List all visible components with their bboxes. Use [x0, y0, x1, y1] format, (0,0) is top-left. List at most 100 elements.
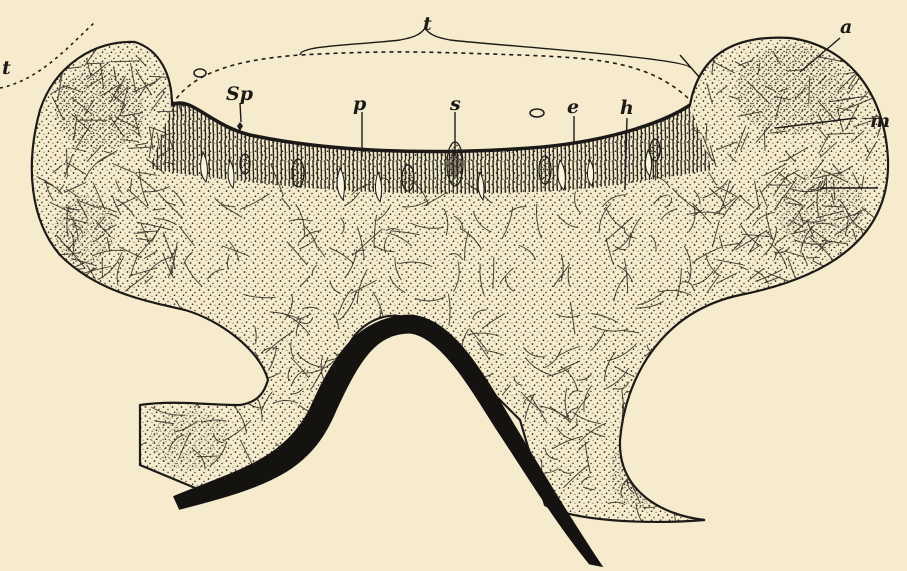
fiber-strand [634, 401, 638, 414]
fiber-strand [346, 396, 348, 414]
fiber-strand [847, 252, 864, 256]
fiber-strand [440, 407, 469, 429]
tissue-section [26, 37, 904, 539]
fiber-strand [174, 71, 196, 81]
fiber-strand [863, 461, 894, 472]
fiber-strand [161, 312, 191, 317]
fiber-strand [429, 397, 448, 426]
fiber-strand [279, 504, 282, 521]
fiber-strand [757, 358, 764, 368]
fiber-strand [36, 467, 45, 499]
fiber-strand [93, 297, 106, 304]
fiber-strand [872, 412, 886, 438]
fiber-strand [218, 353, 220, 366]
fiber-strand [693, 311, 707, 343]
fiber-strand [353, 451, 372, 474]
label-m: m [870, 110, 890, 132]
fiber-strand [820, 391, 849, 403]
fiber-strand [860, 367, 864, 397]
fiber-strand [62, 377, 65, 395]
fiber-strand [160, 375, 166, 390]
label-sp: Sp [226, 83, 254, 105]
fiber-strand [832, 432, 858, 445]
fiber-strand [661, 356, 688, 369]
fiber-strand [54, 428, 80, 454]
fiber-strand [654, 461, 668, 477]
fiber-strand [658, 470, 660, 483]
fiber-strand [749, 449, 769, 454]
fiber-strand [820, 396, 835, 421]
fiber-strand [738, 468, 768, 477]
brace [300, 28, 690, 68]
fiber-strand [809, 443, 824, 447]
fiber-strand [856, 439, 871, 471]
fiber-strand [636, 445, 667, 464]
fiber-strand [109, 426, 126, 447]
fiber-strand [53, 364, 57, 394]
fiber-strand [834, 265, 849, 272]
fiber-strand [106, 450, 134, 460]
fiber-strand [796, 345, 798, 378]
fiber-strand [637, 422, 659, 438]
fiber-strand [858, 291, 874, 295]
fiber-strand [752, 475, 759, 487]
fiber-strand [838, 368, 847, 395]
fiber-strand [627, 446, 633, 462]
fiber-strand [48, 380, 61, 414]
fiber-strand [857, 333, 876, 337]
fiber-strand [122, 339, 142, 364]
fiber-strand [636, 398, 641, 410]
fiber-strand [846, 495, 858, 501]
fiber-strand [861, 246, 865, 261]
fiber-strand [739, 299, 744, 319]
fiber-strand [771, 458, 792, 476]
fiber-strand [397, 434, 403, 466]
fiber-strand [51, 308, 73, 328]
fiber-strand [719, 447, 744, 469]
fiber-strand [730, 375, 752, 398]
fiber-strand [736, 323, 752, 330]
fiber-strand [37, 347, 60, 371]
fiber-strand [698, 398, 734, 407]
fiber-strand [431, 431, 458, 445]
fiber-strand [642, 441, 651, 449]
fiber-strand [365, 404, 380, 414]
fiber-strand [395, 489, 427, 498]
label-t-top: t [423, 13, 432, 35]
fiber-strand [126, 318, 141, 353]
fiber-strand [63, 457, 65, 472]
fiber-strand [401, 451, 427, 460]
fiber-strand [74, 322, 101, 323]
fiber-strand [170, 37, 179, 60]
fiber-strand [40, 366, 41, 384]
fiber-strand [360, 462, 362, 481]
fiber-strand [772, 410, 780, 429]
label-a: a [840, 16, 852, 38]
fiber-strand [880, 318, 904, 325]
fiber-strand [70, 420, 96, 432]
fiber-strand [127, 353, 148, 373]
fiber-strand [382, 349, 397, 350]
fiber-strand [678, 405, 693, 436]
fiber-strand [287, 508, 297, 516]
fiber-strand [471, 479, 498, 493]
fiber-strand [863, 258, 864, 277]
fiber-strand [877, 267, 894, 279]
fiber-strand [632, 389, 643, 402]
fiber-strand [33, 364, 50, 385]
fiber-strand [243, 374, 253, 392]
fiber-strand [677, 399, 699, 430]
fiber-strand [715, 456, 722, 470]
fiber-strand [54, 375, 84, 383]
fiber-strand [758, 406, 771, 421]
fiber-strand [85, 386, 91, 408]
fiber-strand [165, 477, 174, 509]
fiber-strand [773, 461, 787, 479]
fiber-strand [197, 456, 218, 457]
fiber-strand [92, 493, 121, 508]
fiber-strand [716, 454, 719, 467]
fiber-strand [198, 355, 213, 358]
fiber-strand [743, 298, 745, 312]
